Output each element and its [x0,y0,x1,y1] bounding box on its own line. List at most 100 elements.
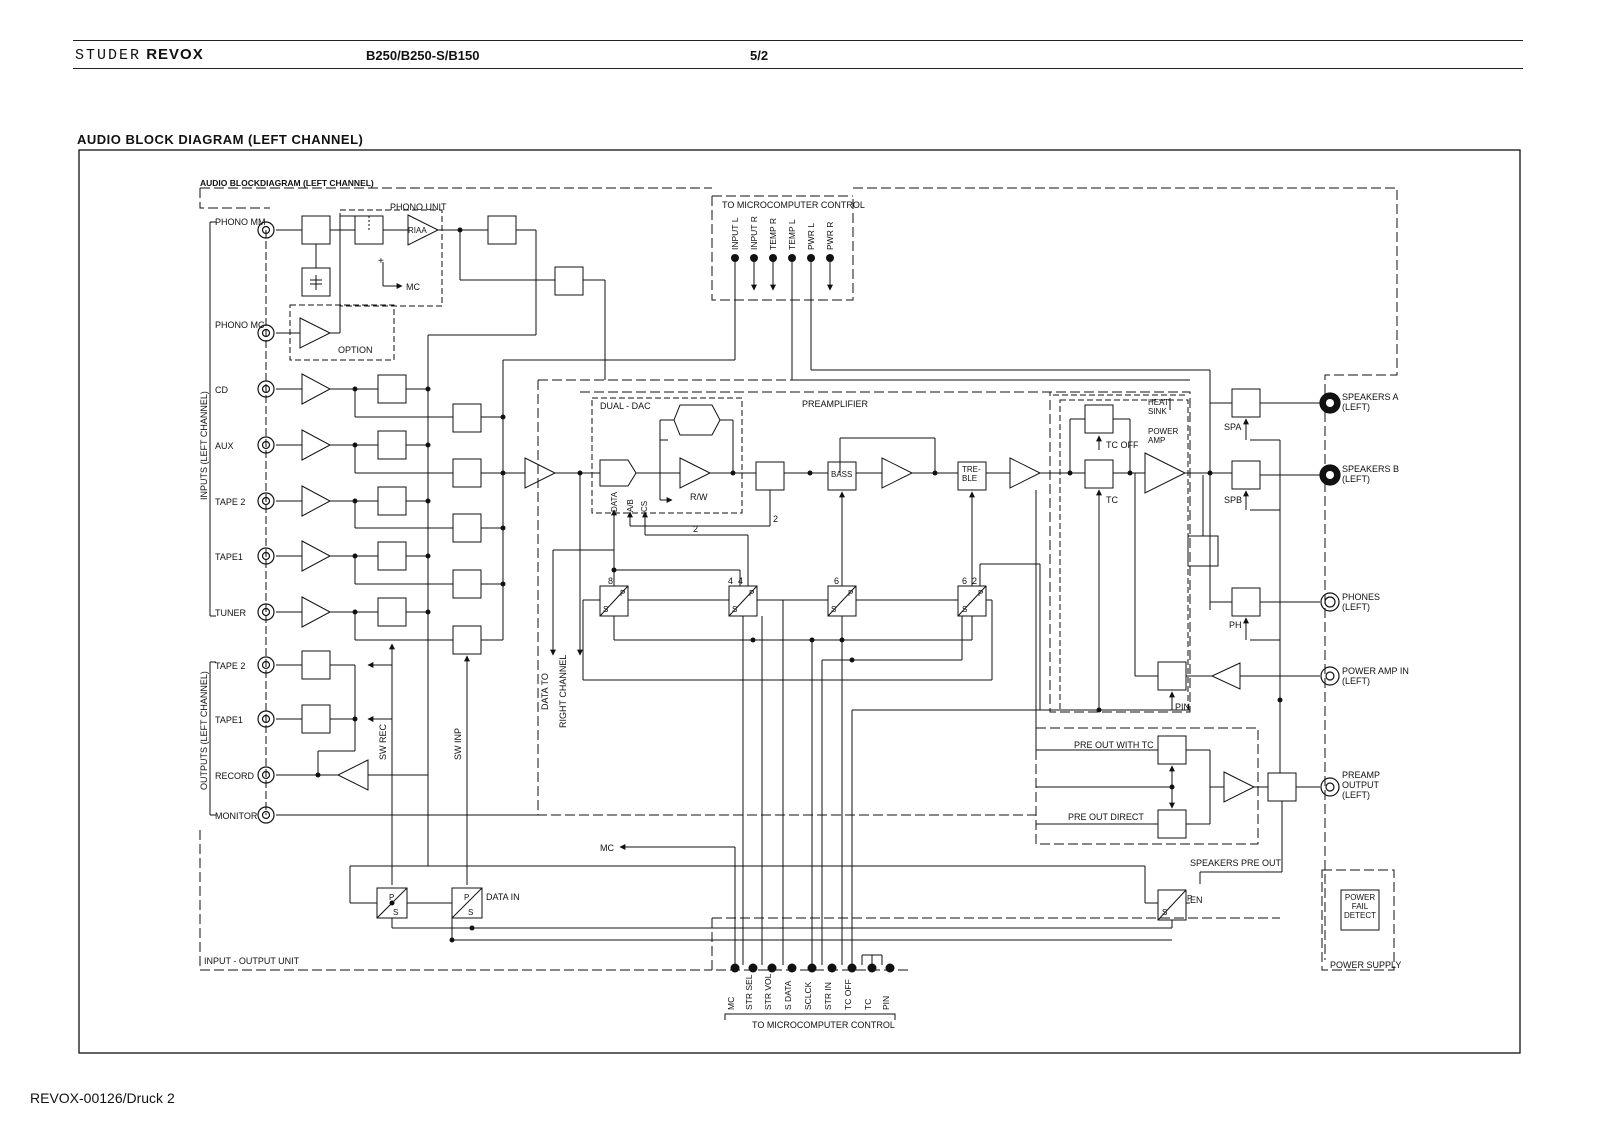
dual-dac-label: DUAL - DAC [600,401,651,411]
dac-pin-label: DATA [610,491,619,512]
input-label-phono-mm: PHONO MM [215,217,266,227]
data-in-label: DATA IN [486,892,520,902]
pre-out-direct-label: PRE OUT DIRECT [1068,812,1144,822]
converter-p-label: P [389,893,394,902]
bus-count-label: 2 [773,514,778,524]
bottom-control-pin: SCLCK [803,981,813,1010]
converter-s-label: S [468,908,473,917]
bottom-control-pin: TC [863,999,873,1010]
top-control-pin: INPUT L [730,217,740,250]
converter-s-label: S [393,908,398,917]
power-supply-label: POWER SUPPLY [1330,960,1401,970]
preamplifier-label: PREAMPLIFIER [802,399,869,409]
bottom-control-pin: MC [726,997,736,1010]
phones-label: PHONES(LEFT) [1342,592,1380,612]
en-label: EN [1190,895,1203,905]
input-label-tuner: TUNER [215,608,246,618]
converter-s-label: S [1162,908,1167,917]
data-to-label: DATA TO [540,673,550,710]
brand-revox: REVOX [146,46,204,63]
input-label-tape2: TAPE 2 [215,497,245,507]
bottom-control-title: TO MICROCOMPUTER CONTROL [752,1020,895,1030]
riaa-label: RIAA [408,226,427,235]
bus-width-label: 6 [962,576,967,586]
tc-off-label: TC OFF [1106,440,1139,450]
speakers-a-label: SPEAKERS A(LEFT) [1342,392,1399,412]
input-label-aux: AUX [215,441,234,451]
bus-width-label: 4 [738,576,743,586]
ph-label: PH [1229,620,1242,630]
dac-pin-label: A/B [626,499,635,512]
right-channel-label: RIGHT CHANNEL [558,655,568,728]
converter-s-label: S [831,605,836,614]
dac-pin-label: CS [640,501,649,512]
brand-studer: STUDER [75,47,142,64]
page-title: AUDIO BLOCK DIAGRAM (LEFT CHANNEL) [77,132,364,147]
output-label-tape2: TAPE 2 [215,661,245,671]
sw-rec-label: SW REC [378,723,388,760]
inputs-group-label: INPUTS (LEFT CHANNEL) [199,391,209,500]
header-rule-bottom [73,68,1523,69]
spa-label: SPA [1224,422,1241,432]
bus-width-label: 8 [608,576,613,586]
inner-diagram-title: AUDIO BLOCKDIAGRAM (LEFT CHANNEL) [200,178,374,188]
mc-label: MC [406,282,420,292]
converter-p-label: P [848,589,853,598]
input-label-cd: CD [215,385,228,395]
output-label-tape1: TAPE1 [215,715,243,725]
input-label-phono-mc: PHONO MC [215,320,265,330]
input-output-unit-label: INPUT - OUTPUT UNIT [204,956,300,966]
top-control-pin: TEMP R [768,218,778,250]
plus-sign: + [378,256,384,267]
bus-width-label: 4 [728,576,733,586]
speakers-b-label: SPEAKERS B(LEFT) [1342,464,1399,484]
bottom-control-pin: PIN [881,996,891,1010]
option-label: OPTION [338,345,373,355]
converter-p-label: P [749,589,754,598]
converter-p-label: P [464,893,469,902]
bass-label: BASS [831,470,852,479]
output-label-monitor: MONITOR [215,811,258,821]
model-number: B250/B250-S/B150 [366,48,480,63]
brand-logo: STUDER REVOX [75,46,204,64]
footer-reference: REVOX-00126/Druck 2 [30,1090,175,1106]
top-control-pin: PWR L [806,223,816,250]
bottom-control-pin: STR SEL [744,974,754,1010]
pin-label: PIN [1175,702,1190,712]
page-header: STUDER REVOX B250/B250-S/B150 5/2 [0,0,1600,80]
input-label-tape1: TAPE1 [215,552,243,562]
converter-s-label: S [732,605,737,614]
converter-p-label: P [620,589,625,598]
bottom-control-pin: TC OFF [843,979,853,1010]
bus-width-label: 6 [834,576,839,586]
top-control-title: TO MICROCOMPUTER CONTROL [722,200,865,210]
outputs-group-label: OUTPUTS (LEFT CHANNEL) [199,671,209,790]
converter-s-label: S [962,605,967,614]
top-control-pin: TEMP L [787,219,797,250]
converter-p-label: P [978,589,983,598]
bus-width-label: 2 [972,576,977,586]
phono-unit-label: PHONO UNIT [390,202,447,212]
sw-inp-label: SW INP [453,728,463,760]
treble-label: TRE-BLE [962,465,981,483]
header-rule-top [73,40,1523,41]
bus-count-label: 2 [693,524,698,534]
top-control-pin: PWR R [825,222,835,250]
bottom-control-pin: STR IN [823,982,833,1010]
rw-label: R/W [690,492,708,502]
bottom-control-pin: S DATA [783,980,793,1010]
converter-p-label: P [1187,894,1192,903]
page-number: 5/2 [750,48,769,63]
converter-s-label: S [603,605,608,614]
pre-out-with-tc-label: PRE OUT WITH TC [1074,740,1154,750]
speakers-pre-out-label: SPEAKERS PRE OUT [1190,858,1282,868]
power-amp-in-label: POWER AMP IN(LEFT) [1342,666,1409,686]
top-control-pin: INPUT R [749,216,759,250]
tc-label: TC [1106,495,1118,505]
mc-output-label: MC [600,843,614,853]
bottom-control-pin: STR VOL [763,973,773,1010]
spb-label: SPB [1224,495,1242,505]
